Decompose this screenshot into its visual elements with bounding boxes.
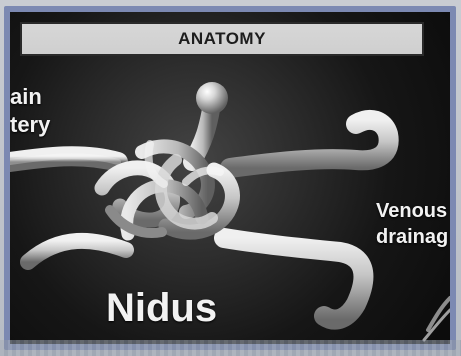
venous-label-line-2: drainag bbox=[376, 226, 448, 249]
venous-label-line-1: Venous bbox=[376, 200, 447, 223]
bottom-page-stripe bbox=[0, 340, 461, 356]
nidus-label: Nidus bbox=[106, 286, 217, 331]
anatomy-screen: ANATOMY bbox=[10, 12, 450, 344]
artery-label-line-1: ain bbox=[10, 84, 42, 110]
frame: ANATOMY bbox=[4, 6, 456, 350]
vessel-illustration bbox=[10, 12, 450, 344]
venous-drainage-lower bbox=[224, 238, 363, 320]
vessel-bulb bbox=[196, 82, 228, 114]
lower-left-branch bbox=[28, 241, 126, 262]
venous-drainage-upper bbox=[230, 120, 389, 168]
artery-label-line-2: tery bbox=[10, 112, 50, 138]
